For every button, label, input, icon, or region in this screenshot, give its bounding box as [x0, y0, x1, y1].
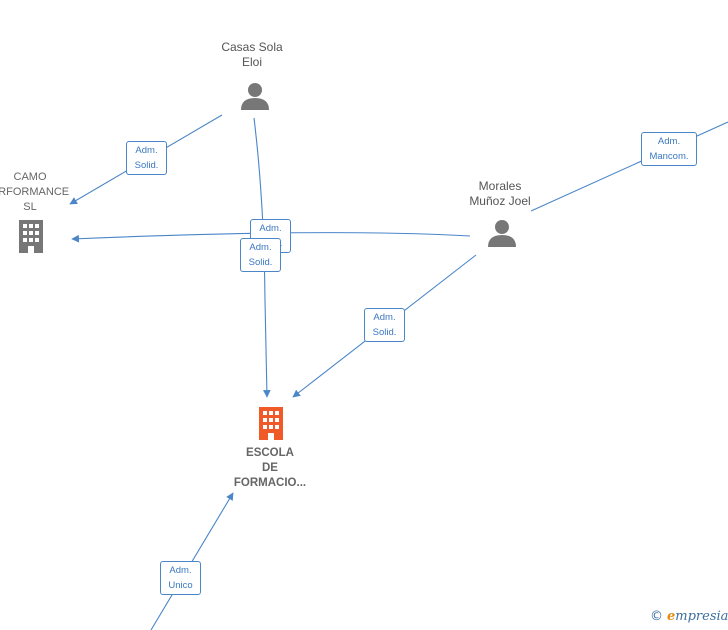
edge-tag-line: Unico — [168, 580, 193, 591]
edge-tag-offscreen-escola[interactable]: Adm. Unico — [160, 561, 201, 595]
edge-tag-line: Adm. — [373, 312, 396, 323]
edge-tag-line: Adm. — [259, 223, 282, 234]
node-name-line: Muñoz Joel — [469, 194, 531, 208]
edge-tag-line: Mancom. — [649, 151, 689, 162]
edge-tag-morales-escola[interactable]: Adm. Solid. — [364, 308, 405, 342]
brand-letter: e — [667, 609, 676, 624]
empresia-logo: © empresia — [650, 609, 728, 624]
building-icon[interactable] — [16, 218, 46, 254]
edge-tag-casas-camo[interactable]: Adm. Solid. — [126, 141, 167, 175]
edge-tag-morales-offscreen[interactable]: Adm. Mancom. — [641, 132, 697, 166]
building-icon[interactable] — [256, 405, 286, 441]
edge-morales-offscreen — [530, 121, 728, 212]
edge-tag-line: Adm. — [169, 565, 192, 576]
edge-tag-line: Adm. — [657, 136, 681, 147]
node-name-line: FORMACIO... — [233, 477, 307, 489]
edge-tag-casas-escola[interactable]: Adm. Solid. — [240, 238, 281, 272]
node-name-line: ESCOLA — [246, 447, 294, 459]
node-label-camo[interactable]: CAMO ERFORMANCE SL — [0, 170, 70, 215]
person-icon[interactable] — [487, 218, 517, 248]
node-name-line: Morales — [478, 179, 522, 193]
node-name-line: Casas Sola — [221, 40, 283, 54]
node-label-escola[interactable]: ESCOLA DE FORMACIO... — [220, 446, 320, 491]
edge-tag-line: Solid. — [134, 160, 159, 171]
edge-tag-line: Adm. — [249, 242, 272, 253]
node-name-line: CAMO — [13, 171, 47, 183]
node-name-line: SL — [23, 201, 37, 213]
person-icon[interactable] — [240, 81, 270, 111]
edge-tag-line: Adm. — [135, 145, 158, 156]
edge-casas-escola — [253, 117, 271, 398]
edge-tag-line: Solid. — [248, 257, 273, 268]
node-label-morales[interactable]: Morales Muñoz Joel — [460, 179, 540, 209]
node-name-line: DE — [262, 462, 278, 474]
edge-tag-line: Solid. — [372, 327, 397, 338]
edge-morales-camo — [71, 232, 471, 243]
node-label-casas[interactable]: Casas Sola Eloi — [212, 40, 292, 70]
brand-name: mpresia — [675, 609, 728, 624]
copyright-icon: © — [650, 609, 663, 624]
node-name-line: Eloi — [241, 55, 262, 69]
node-name-line: ERFORMANCE — [0, 186, 70, 198]
